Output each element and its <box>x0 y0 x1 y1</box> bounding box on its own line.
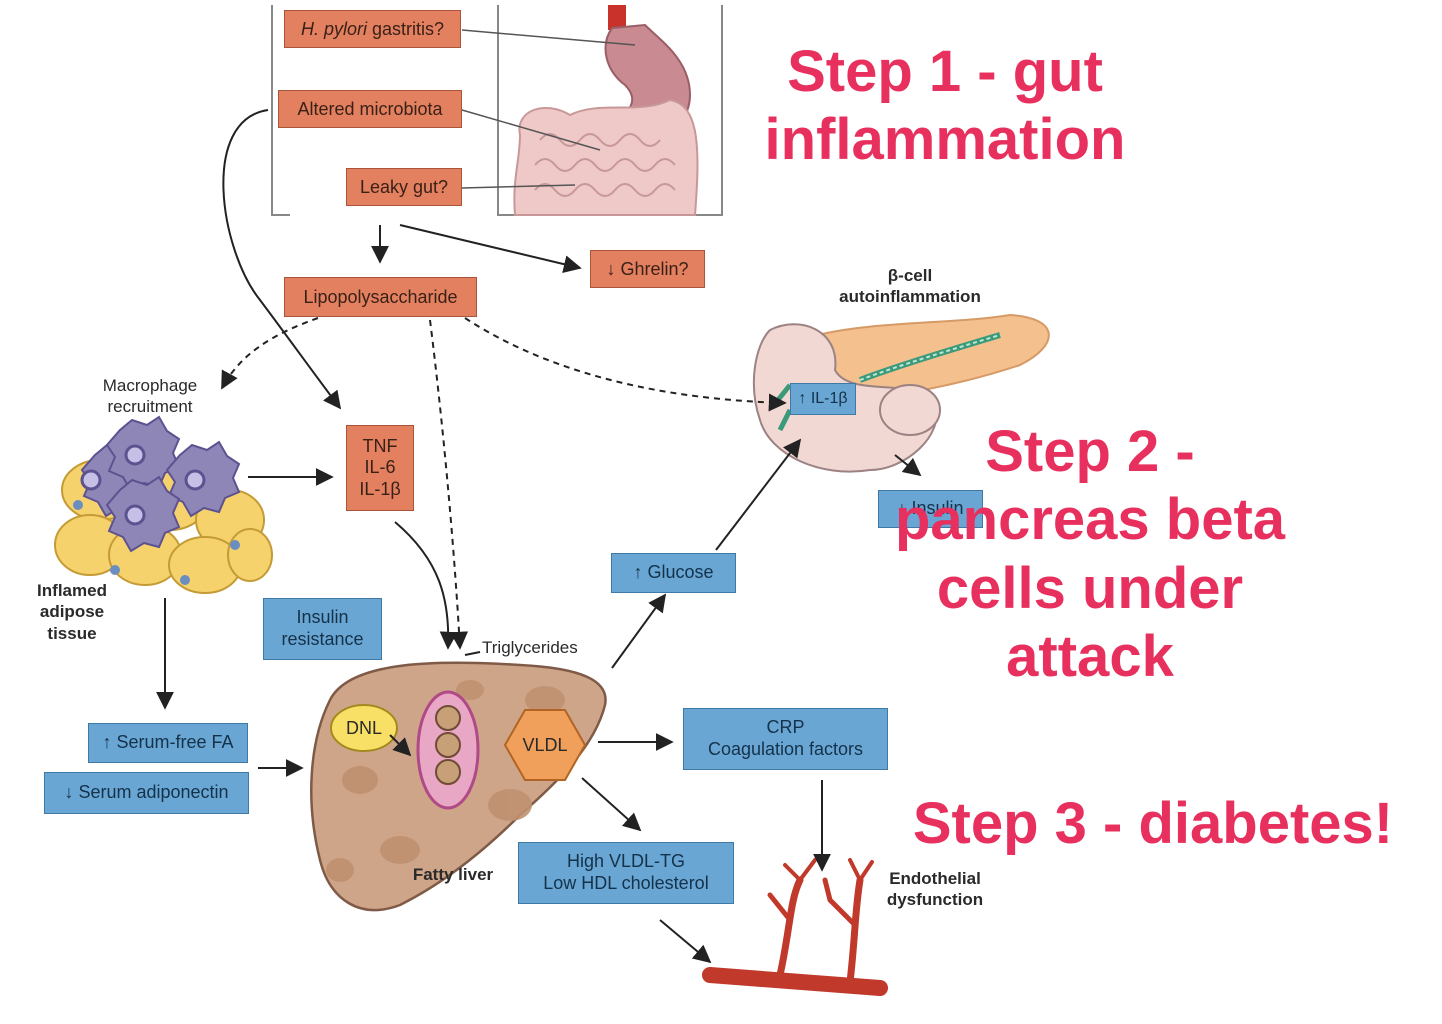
ghrelin-box: ↓ Ghrelin? <box>590 250 705 288</box>
adipose-tissue-illustration <box>54 415 273 594</box>
crp-line2: Coagulation factors <box>707 739 864 759</box>
macrophage-line1: Macrophage <box>102 376 198 395</box>
cytokine-il1b: IL-1β <box>359 478 401 499</box>
endothelial-line2: dysfunction <box>886 890 984 910</box>
step2-line4: attack <box>1006 624 1174 690</box>
endothelial-dysfunction-label: Endothelial dysfunction <box>880 868 990 911</box>
inflamed-line1: Inflamed <box>37 581 107 600</box>
beta-cell-label: β-cell autoinflammation <box>810 265 1010 308</box>
insulin-box: ↓ Insulin <box>878 490 983 528</box>
liver-illustration <box>310 661 607 912</box>
insulin-resistance-line2: resistance <box>281 629 364 649</box>
leaky-gut-box: Leaky gut? <box>346 168 462 206</box>
step2-annotation: Step 2 - pancreas beta cells under attac… <box>860 418 1320 692</box>
step2-line2: pancreas beta <box>894 487 1286 553</box>
crp-coagulation-box: CRP Coagulation factors <box>683 708 888 770</box>
dnl-label: DNL <box>345 718 382 738</box>
vldl-tg-line2: Low HDL cholesterol <box>543 873 709 893</box>
insulin-resistance-line1: Insulin <box>296 607 349 628</box>
vldl-tg-hdl-box: High VLDL-TG Low HDL cholesterol <box>518 842 734 904</box>
gut-pointer-lines <box>461 29 636 189</box>
endothelial-line1: Endothelial <box>889 869 981 888</box>
insulin-resistance-box: Insulin resistance <box>263 598 382 660</box>
step1-line2: inflammation <box>764 107 1126 173</box>
vldl-tg-line1: High VLDL-TG <box>566 851 686 872</box>
cytokine-tnf: TNF <box>362 435 398 456</box>
intestine-illustration <box>513 98 699 216</box>
step2-line3: cells under <box>936 555 1244 621</box>
triglycerides-label: Triglycerides <box>482 638 578 657</box>
cytokine-il6: IL-6 <box>364 457 396 478</box>
crp-line1: CRP <box>766 717 805 738</box>
glucose-box: ↑ Glucose <box>611 553 736 593</box>
serum-free-fa-box: ↑ Serum-free FA <box>88 723 248 763</box>
macrophage-recruitment-label: Macrophage recruitment <box>70 375 230 418</box>
cytokines-box: TNF IL-6 IL-1β <box>346 425 414 511</box>
serum-adiponectin-box: ↓ Serum adiponectin <box>44 772 249 814</box>
il1b-box: ↑ IL-1β <box>790 383 856 415</box>
step1-line1: Step 1 - gut <box>787 39 1103 104</box>
step3-annotation: Step 3 - diabetes! <box>912 791 1394 856</box>
inflamed-line3: tissue <box>47 623 97 643</box>
beta-cell-line1: β-cell <box>887 266 933 285</box>
hpylori-rest-text: gastritis? <box>366 18 445 39</box>
fatty-liver-label: Fatty liver <box>412 865 494 884</box>
step2-line1: Step 2 - <box>985 419 1195 484</box>
lipopolysaccharide-box: Lipopolysaccharide <box>284 277 477 317</box>
pancreas-illustration <box>753 313 1050 473</box>
hpylori-gastritis-box: H. pylori gastritis? <box>284 10 461 48</box>
solid-arrows <box>156 109 922 964</box>
dashed-arrows <box>221 317 787 650</box>
altered-microbiota-box: Altered microbiota <box>278 90 462 128</box>
vldl-label: VLDL <box>522 735 568 755</box>
step1-annotation: Step 1 - gut inflammation <box>730 38 1160 175</box>
inflamed-adipose-label: Inflamed adipose tissue <box>22 580 122 644</box>
hpylori-italic-text: H. pylori <box>300 18 367 39</box>
blood-vessel-illustration <box>702 858 888 996</box>
inflamed-line2: adipose <box>39 602 105 622</box>
beta-cell-line2: autoinflammation <box>839 287 981 307</box>
macrophage-line2: recruitment <box>107 397 193 417</box>
